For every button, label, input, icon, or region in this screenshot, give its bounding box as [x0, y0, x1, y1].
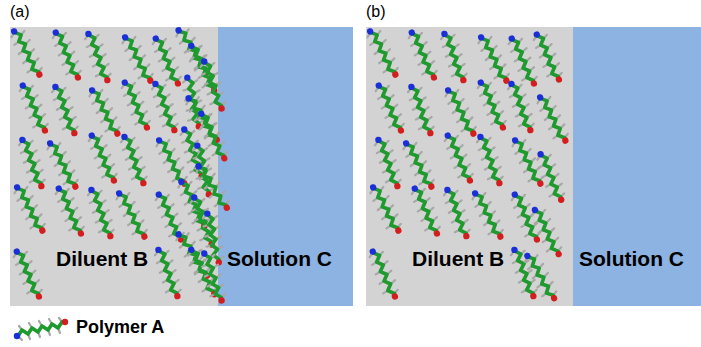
polymer-molecule [51, 82, 79, 138]
polymer-molecule [12, 245, 43, 302]
polymer-molecule [13, 180, 48, 238]
polymer-molecules [10, 22, 571, 306]
polymer-molecule [523, 248, 559, 306]
polymer-molecule [120, 76, 151, 133]
region-label: Solution C [579, 247, 684, 271]
polymer-molecule [507, 79, 535, 135]
solution-region: Solution C [573, 27, 701, 306]
diluent-region: Diluent B [366, 27, 573, 306]
polymer-molecule [368, 245, 399, 302]
polymer-molecule [54, 182, 85, 239]
polymer-molecule [200, 249, 226, 305]
solution-region: Solution C [218, 27, 353, 306]
region-label: Diluent B [412, 247, 504, 271]
polymer-molecule [374, 135, 402, 191]
polymer-molecule [471, 186, 506, 244]
polymer-molecule [477, 30, 512, 88]
polymer-molecule [121, 30, 156, 88]
solution-region [218, 27, 353, 306]
region-label: Solution C [227, 247, 332, 271]
polymer-molecule [510, 245, 538, 301]
polymer-molecule [443, 185, 471, 241]
polymer-molecule [87, 129, 118, 186]
polymer-molecule [120, 132, 148, 188]
polymer-molecule [510, 188, 541, 245]
polymer-molecule [84, 29, 112, 85]
polymer-molecule [88, 83, 123, 141]
polymer-molecule [18, 79, 49, 136]
polymer-molecule [536, 149, 565, 206]
polymer-molecule [369, 180, 404, 238]
panel-label: (b) [366, 3, 386, 21]
polymer-molecule [200, 57, 226, 113]
polymer-molecule [51, 26, 82, 83]
polymer-molecule [440, 29, 468, 85]
legend-text: Polymer A [76, 317, 164, 338]
polymer-molecule [407, 82, 435, 138]
polymer-molecule [154, 245, 182, 301]
legend-polymer [14, 318, 68, 340]
polymer-molecule [374, 79, 405, 136]
polymer-molecule [444, 83, 479, 141]
diluent-region: Diluent B [10, 27, 218, 306]
polymer-molecule [476, 132, 504, 188]
polymer-molecule [410, 182, 441, 239]
polymer-molecule [46, 136, 81, 194]
polymer-molecule [18, 135, 46, 191]
polymer-molecule [536, 90, 571, 148]
polymer-molecule [511, 133, 546, 191]
polymer-molecule [476, 76, 507, 133]
polymer-molecule [366, 24, 401, 82]
polymer-molecule [10, 24, 45, 82]
panel-label: (a) [10, 3, 30, 21]
polymer-molecule [402, 136, 437, 194]
region-label: Diluent B [56, 247, 148, 271]
polymer-molecule [151, 79, 179, 135]
polymer-molecule [532, 28, 563, 85]
polymer-molecule [115, 186, 150, 244]
polymer-molecule [530, 203, 563, 261]
polymer-molecule [197, 107, 229, 165]
polymer-molecule [87, 185, 115, 241]
solution-region [573, 27, 701, 306]
polymer-molecule [407, 26, 438, 83]
polymer-molecule [443, 129, 474, 186]
